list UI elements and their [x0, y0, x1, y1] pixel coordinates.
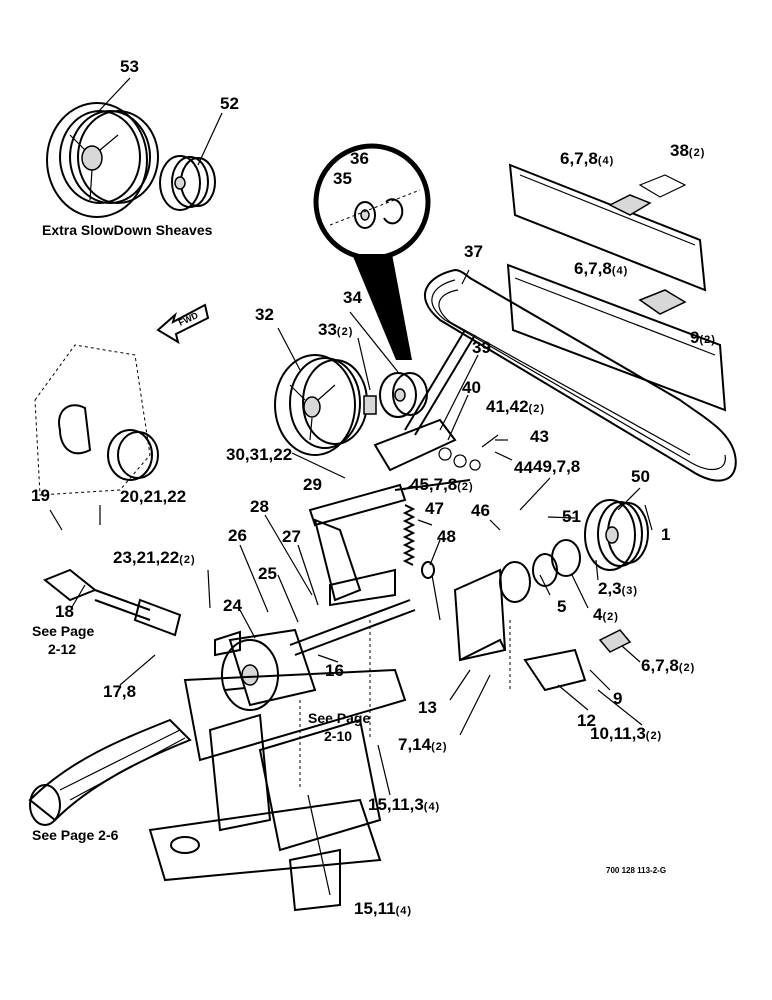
callout-7-14: 7,14(2)	[398, 735, 448, 754]
callout-35: 35	[333, 169, 352, 188]
fwd-arrow	[156, 303, 210, 345]
callout-37: 37	[464, 242, 483, 261]
callout-9-upper: 9(2)	[690, 328, 716, 347]
pto-driveline	[28, 718, 192, 826]
callout-41-42: 41,42(2)	[486, 397, 545, 416]
idler-arm-39-40	[373, 329, 481, 472]
see-page-2-10-line2: 2-10	[324, 728, 353, 744]
sheave-32	[274, 354, 368, 456]
callout-13: 13	[418, 698, 437, 717]
callout-6-7-8-middle: 6,7,8(4)	[574, 259, 629, 278]
spring-47	[402, 504, 441, 621]
callout-15-11: 15,11(4)	[354, 899, 413, 918]
callout-39: 39	[472, 338, 491, 357]
callout-6-7-8-upper: 6,7,8(4)	[560, 149, 615, 168]
callout-19: 19	[31, 486, 50, 505]
callout-28: 28	[250, 497, 269, 516]
upper-frame	[508, 163, 707, 292]
callout-38: 38(2)	[670, 141, 706, 160]
callout-34: 34	[343, 288, 362, 307]
see-page-2-6: See Page 2-6	[32, 827, 119, 843]
callout-33: 33(2)	[318, 320, 354, 339]
callout-16: 16	[325, 661, 344, 680]
callout-44: 44	[514, 458, 533, 477]
left-mount	[34, 344, 159, 496]
callout-1: 1	[661, 525, 671, 544]
callout-27: 27	[282, 527, 301, 546]
pulley-50	[584, 499, 649, 571]
lower-frame-structure	[148, 668, 407, 912]
callout-30-31-22: 30,31,22	[226, 445, 293, 464]
callout-53: 53	[120, 57, 139, 76]
belt-37	[424, 268, 737, 482]
callout-36: 36	[350, 149, 369, 168]
driveline-18	[43, 568, 182, 637]
bracket-12	[523, 629, 632, 692]
callout-40: 40	[462, 378, 481, 397]
callout-45-7-8: 45,7,8(2)	[410, 475, 474, 494]
main-shaft	[289, 599, 416, 656]
callout-26: 26	[228, 526, 247, 545]
callout-10-11-3: 10,11,3(2)	[590, 724, 663, 743]
callout-43: 43	[530, 427, 549, 446]
callout-4: 4(2)	[593, 605, 619, 624]
sheave-53	[46, 102, 159, 218]
callout-5: 5	[557, 597, 567, 616]
callout-32: 32	[255, 305, 274, 324]
see-page-2-12-line2: 2-12	[48, 641, 77, 657]
callout-9-lower: 9	[613, 689, 623, 708]
callout-46: 46	[471, 501, 490, 520]
detail-circle	[313, 143, 431, 360]
callout-6-7-8-lower: 6,7,8(2)	[641, 656, 696, 675]
callout-23-21-22: 23,21,22(2)	[113, 548, 196, 567]
callout-17-8: 17,8	[103, 682, 137, 701]
drawing-number: 700 128 113-2-G	[606, 866, 667, 875]
callout-20-21-22: 20,21,22	[120, 487, 187, 506]
callout-18: 18	[55, 602, 74, 621]
callout-24: 24	[223, 596, 242, 615]
see-page-2-12-line1: See Page	[32, 623, 95, 639]
callout-47: 47	[425, 499, 444, 518]
callout-2-3: 2,3(3)	[598, 579, 639, 598]
callout-50: 50	[631, 467, 650, 486]
callout-52: 52	[220, 94, 239, 113]
see-page-2-10-line1: See Page	[308, 710, 371, 726]
sheaves-caption: Extra SlowDown Sheaves	[42, 222, 213, 238]
leader-lines	[49, 77, 653, 896]
callout-12: 12	[577, 711, 596, 730]
callout-29: 29	[303, 475, 322, 494]
callout-48: 48	[437, 527, 456, 546]
callout-15-11-3: 15,11,3(4)	[368, 795, 441, 814]
lower-frame	[506, 263, 727, 412]
sheave-52	[159, 155, 216, 211]
gearbox-24	[214, 628, 317, 711]
callout-49-7-8: 49,7,8	[533, 457, 581, 476]
idler-34	[363, 372, 428, 418]
callout-51: 51	[562, 507, 581, 526]
callout-25: 25	[258, 564, 277, 583]
